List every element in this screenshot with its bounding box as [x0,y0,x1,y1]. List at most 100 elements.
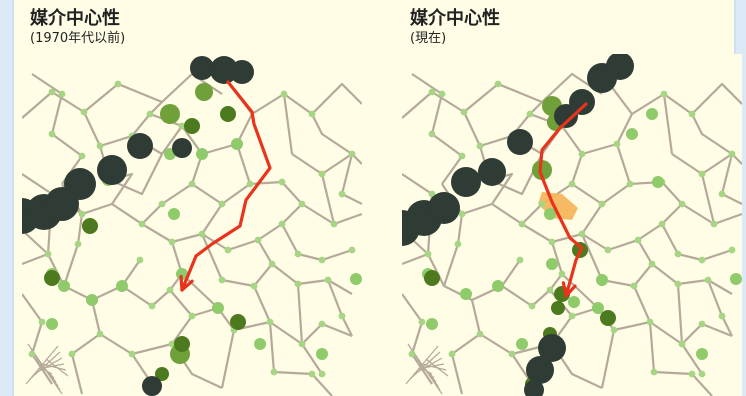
node-medium [350,273,362,285]
node-small [68,350,76,358]
node-small [48,130,56,138]
node-small [660,90,668,98]
road-segment [301,343,323,375]
node-small [166,286,174,294]
node-medium [46,318,58,330]
node-highest-centrality [97,155,127,185]
node-high-centrality [184,118,200,134]
node-medium [546,258,558,270]
node-small [74,240,82,248]
node-small [318,256,326,264]
node-small [136,256,144,264]
node-small [548,238,556,246]
panel-before-1970s: 媒介中心性 (1970年代以前) [22,0,362,396]
road-segment [661,223,733,262]
node-small [146,110,154,118]
node-small [348,246,356,254]
node-highest-centrality [210,56,238,84]
road-segment [597,307,733,346]
road-segment [700,173,716,225]
node-small [460,108,468,116]
node-highest-centrality [451,167,481,197]
node-medium [492,280,504,292]
road-segment [402,252,429,266]
node-small [476,142,484,150]
node-small [198,230,206,238]
node-small [408,350,416,358]
centrality-map-present [402,54,742,396]
node-small [604,246,612,254]
road-segment [320,173,336,225]
road-segment [181,273,219,309]
road-segment [42,368,53,375]
node-small [528,302,536,310]
road-segment [291,152,362,176]
node-highest-centrality [569,89,595,115]
road-segment [296,283,304,345]
node-small [96,330,104,338]
node-small [546,286,554,294]
road-segment [220,321,333,396]
node-medium [86,294,98,306]
node-small [728,246,736,254]
node-small [448,350,456,358]
node-small [428,88,436,96]
node-small [630,282,638,290]
node-small [330,220,338,228]
road-segment [252,285,272,323]
node-small [688,370,696,378]
node-small [148,302,156,310]
node-small [278,178,286,186]
road-segment [311,113,353,155]
node-small [428,190,436,198]
node-small [438,90,446,98]
node-high-centrality [220,106,236,122]
node-small [674,250,682,258]
panel-title: 媒介中心性 [410,8,500,29]
road-segment [691,113,733,155]
node-small [324,276,332,284]
node-small [558,270,566,278]
node-high-centrality [551,301,565,315]
road-segment [402,229,521,302]
node-small [578,230,586,238]
node-small [698,170,706,178]
node-small [48,88,56,96]
road-segment [561,273,599,309]
road-segment [425,358,449,377]
panel-subtitle: (現在) [410,31,447,46]
node-medium [730,273,742,285]
node-highest-centrality [190,56,214,80]
road-segment [409,351,441,380]
node-small [650,368,658,376]
node-small [218,200,226,208]
node-high-centrality [82,218,98,234]
node-highest-centrality [554,104,578,128]
node-small [268,260,276,268]
node-small [294,250,302,258]
node-small [298,200,306,208]
node-highest-centrality [538,334,566,362]
node-small [698,370,706,378]
node-small [78,210,86,218]
node-small [610,326,618,334]
node-small [626,180,634,188]
node-medium [592,302,604,314]
node-small [698,256,706,264]
node-medium [646,108,658,120]
node-small [188,180,196,188]
road-segment [470,299,533,385]
node-small [424,250,432,258]
node-small [598,200,606,208]
node-small [38,318,46,326]
node-medium [516,338,528,350]
node-small [428,130,436,138]
road-segment [22,252,49,266]
road-segment [282,93,294,155]
route-arrow-head [561,281,577,298]
node-small [508,350,516,358]
node-small [308,110,316,118]
node-highest-centrality [142,376,162,396]
node-high-centrality [155,367,169,381]
node-medium [231,138,243,150]
